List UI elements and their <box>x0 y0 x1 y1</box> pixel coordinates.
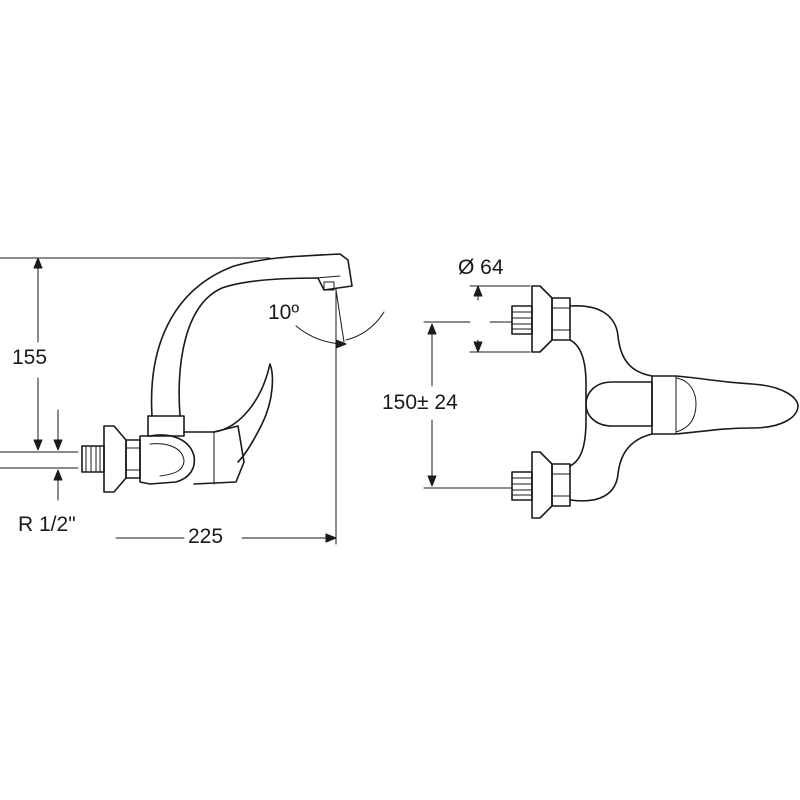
lever-housing <box>183 425 245 485</box>
angle-label: 10º <box>268 301 300 324</box>
wall-flange <box>103 425 127 493</box>
reach-dimension <box>115 287 337 545</box>
aerator-tip <box>323 281 335 291</box>
height-dimension <box>33 257 43 451</box>
swivel-spout <box>150 253 353 417</box>
mixer-body <box>139 434 196 485</box>
thread-dimension-arrows <box>53 409 63 501</box>
inlet-thread <box>81 445 105 473</box>
height-dimension-label: 155 <box>12 346 48 369</box>
connector-nut <box>125 439 141 479</box>
lever-handle <box>213 363 274 463</box>
thread-size-label: R 1/2" <box>18 513 76 536</box>
diameter-label: Ø 64 <box>458 256 504 279</box>
side-view <box>0 253 385 545</box>
spacing-dimension <box>423 321 513 489</box>
angle-indicator <box>295 289 385 349</box>
spacing-label: 150± 24 <box>380 391 460 414</box>
front-view <box>423 285 799 519</box>
diameter-dimension <box>469 285 531 353</box>
front-body <box>569 305 653 502</box>
spout-collar <box>147 415 185 437</box>
lower-inlet <box>511 451 571 519</box>
upper-inlet <box>511 285 571 353</box>
reach-dimension-label: 225 <box>186 525 226 548</box>
front-lever <box>651 375 799 435</box>
